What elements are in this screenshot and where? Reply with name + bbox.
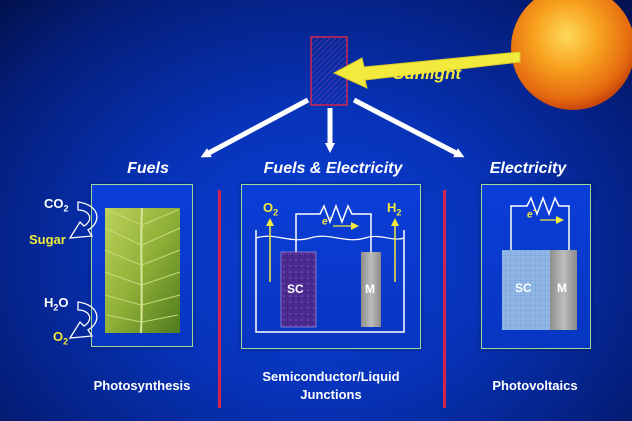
sc-electrode	[280, 251, 317, 328]
h2o-to-o2-arrow	[68, 301, 98, 339]
fuels-heading: Fuels	[127, 160, 169, 177]
sunlight-label: Sunlight	[393, 64, 461, 83]
pv-circuit-wire	[510, 195, 570, 250]
pv-m-label: M	[557, 281, 567, 295]
pec-circuit-wire	[295, 203, 372, 252]
pv-sc-label: SC	[515, 281, 532, 295]
pv-sc-cell	[502, 250, 550, 330]
pec-caption-line2: Junctions	[300, 387, 362, 402]
pec-panel	[241, 184, 421, 349]
pec-sc-label: SC	[287, 282, 304, 296]
sugar-label: Sugar	[29, 232, 66, 247]
sun-icon	[511, 0, 632, 110]
pv-electron-label: e−	[527, 208, 537, 221]
metal-electrode	[361, 252, 381, 327]
pec-o2-label: O2	[263, 200, 279, 218]
pec-caption: Semiconductor/Liquid Junctions	[233, 368, 429, 404]
photovoltaics-caption: Photovoltaics	[492, 378, 578, 393]
fuels-electricity-heading: Fuels & Electricity	[263, 160, 403, 177]
pec-electron-label: e−	[322, 215, 332, 228]
o2-label: O2	[53, 329, 69, 347]
electrolyte-beaker	[255, 230, 405, 333]
h2o-label: H2O	[44, 295, 69, 313]
divider-right	[443, 190, 446, 408]
pec-h2-label: H2	[387, 200, 402, 218]
electricity-heading: Electricity	[489, 160, 567, 177]
photosynthesis-caption: Photosynthesis	[93, 378, 191, 393]
divider-left	[218, 190, 221, 408]
pec-caption-line1: Semiconductor/Liquid	[262, 369, 400, 384]
co2-label: CO2	[44, 196, 69, 214]
arrow-to-electricity	[352, 97, 465, 158]
arrow-to-fuels	[200, 97, 310, 158]
pec-m-label: M	[365, 282, 375, 296]
sunlight-arrow	[332, 51, 521, 89]
leaf-image	[104, 207, 181, 334]
co2-to-sugar-arrow	[68, 201, 98, 239]
liquid-surface	[255, 235, 405, 241]
pv-metal-contact	[550, 250, 577, 330]
